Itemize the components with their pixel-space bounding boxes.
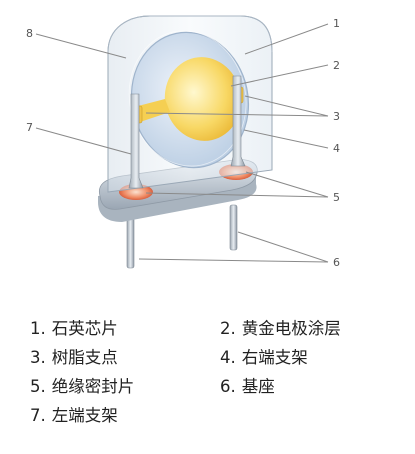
callout-3: 3	[333, 110, 340, 123]
crystal-resonator-diagram: 1 2 3 4 5 6 7 8	[26, 15, 340, 269]
legend-row: 3. 树脂支点 4. 右端支架	[30, 343, 410, 372]
legend-number: 6.	[220, 377, 236, 396]
leader-1	[244, 23, 329, 55]
legend-row: 5. 绝缘密封片 6. 基座	[30, 372, 410, 401]
leader-7	[35, 127, 132, 155]
leader-3b	[244, 95, 329, 117]
leader-5b	[245, 171, 329, 198]
callout-labels: 1 2 3 4 5 6 7 8	[26, 17, 340, 269]
legend-item-resin-pivot: 3. 树脂支点	[30, 343, 220, 372]
leader-3a	[145, 112, 329, 117]
right-pin	[229, 204, 238, 251]
leader-6a	[138, 258, 329, 263]
callout-8: 8	[26, 27, 33, 40]
legend-text: 绝缘密封片	[51, 377, 135, 396]
legend-text: 基座	[241, 377, 275, 396]
leader-6b	[237, 231, 329, 263]
legend-text: 右端支架	[241, 348, 308, 367]
leader-lines	[35, 23, 329, 263]
legend-text: 左端支架	[51, 406, 118, 425]
legend-row: 7. 左端支架	[30, 401, 410, 430]
legend-number: 1.	[30, 319, 46, 338]
legend-item-left-support: 7. 左端支架	[30, 401, 222, 430]
legend-number: 4.	[220, 348, 236, 367]
legend-text: 石英芯片	[51, 319, 118, 338]
legend-item-gold-electrode: 2. 黄金电极涂层	[220, 314, 410, 343]
callout-6: 6	[333, 256, 340, 269]
left-support	[128, 93, 144, 189]
callout-1: 1	[333, 17, 340, 30]
legend-row: 1. 石英芯片 2. 黄金电极涂层	[30, 314, 410, 343]
legend-text: 树脂支点	[51, 348, 118, 367]
legend-item-base: 6. 基座	[220, 372, 410, 401]
leader-5a	[145, 192, 329, 198]
legend-item-insulating-seal: 5. 绝缘密封片	[30, 372, 220, 401]
legend-item-quartz-chip: 1. 石英芯片	[30, 314, 220, 343]
callout-7: 7	[26, 121, 33, 134]
legend-item-right-support: 4. 右端支架	[220, 343, 410, 372]
callout-2: 2	[333, 59, 340, 72]
legend-text: 黄金电极涂层	[241, 319, 341, 338]
legend-number: 3.	[30, 348, 46, 367]
leader-4	[243, 129, 329, 149]
right-support	[230, 75, 246, 167]
base-pins	[126, 204, 238, 269]
callout-5: 5	[333, 191, 340, 204]
legend-number: 7.	[30, 406, 46, 425]
callout-4: 4	[333, 142, 340, 155]
legend-number: 5.	[30, 377, 46, 396]
leader-2	[230, 64, 329, 87]
parts-legend: 1. 石英芯片 2. 黄金电极涂层 3. 树脂支点 4. 右端支架 5. 绝缘密封片 6.…	[30, 314, 410, 430]
gold-electrode	[138, 57, 242, 141]
leader-8	[35, 33, 127, 59]
legend-number: 2.	[220, 319, 236, 338]
